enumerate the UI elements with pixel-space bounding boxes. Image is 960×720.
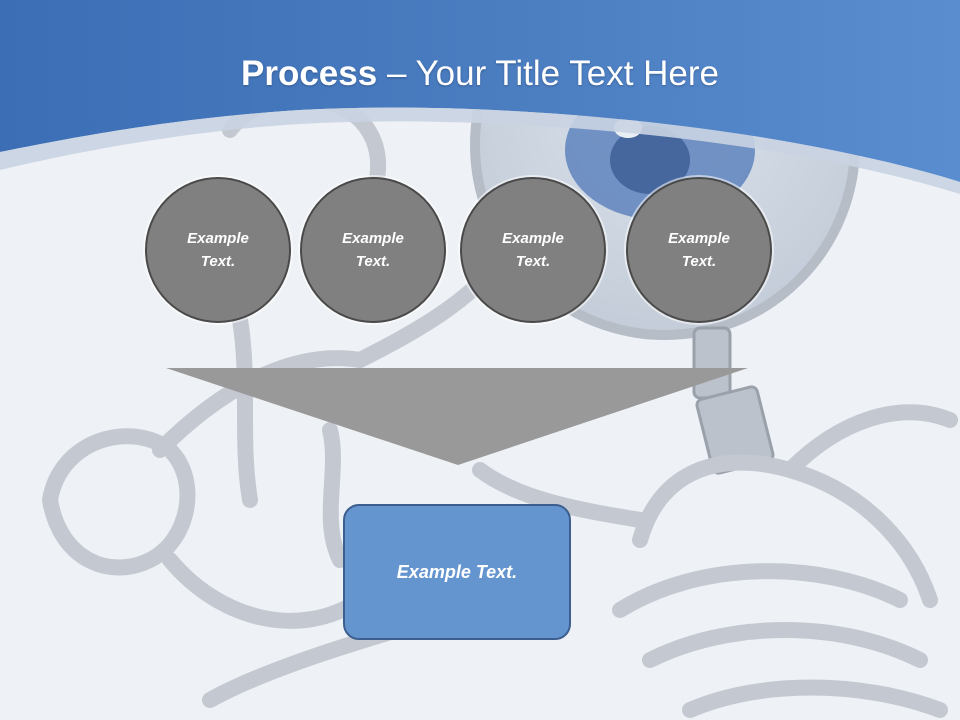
page-title: Process – Your Title Text Here xyxy=(0,52,960,96)
hand-illustration xyxy=(612,404,958,718)
result-label: Example Text. xyxy=(396,561,518,582)
title-bold: Process xyxy=(241,54,378,93)
header-band xyxy=(0,0,960,182)
funnel-arrow xyxy=(166,368,748,465)
title-rest: – Your Title Text Here xyxy=(377,54,719,93)
result-box[interactable]: Example Text. xyxy=(343,504,571,640)
